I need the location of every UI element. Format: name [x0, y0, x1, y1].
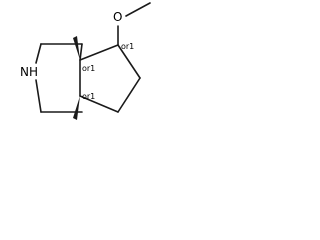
wedge-bond-c6a-h	[73, 96, 80, 120]
pyrrolidine-ring	[35, 43, 83, 113]
stereo-label-c3a: or1	[82, 64, 95, 73]
stereo-label-c6a: or1	[82, 92, 95, 101]
bond-n-c3	[35, 79, 42, 113]
bond-c1-n	[35, 43, 42, 64]
bond-c3a-c4	[79, 44, 119, 61]
molecule-structure: NH O or1 or1 or1	[20, 2, 151, 120]
ring-fusion	[73, 36, 81, 120]
methoxy-group	[117, 2, 151, 46]
bond-c2-c3a	[79, 43, 83, 61]
stereo-label-c1: or1	[121, 42, 134, 51]
bond-o-ch3	[125, 2, 151, 17]
bond-c4-c5	[117, 44, 141, 79]
bond-c6-c6a	[79, 95, 119, 113]
oxygen-label: O	[113, 10, 122, 24]
cyclopentane-ring	[79, 44, 141, 113]
wedge-bond-c3a-h	[73, 36, 80, 60]
nitrogen-label: NH	[20, 65, 38, 79]
bond-c5-c6	[117, 77, 141, 113]
